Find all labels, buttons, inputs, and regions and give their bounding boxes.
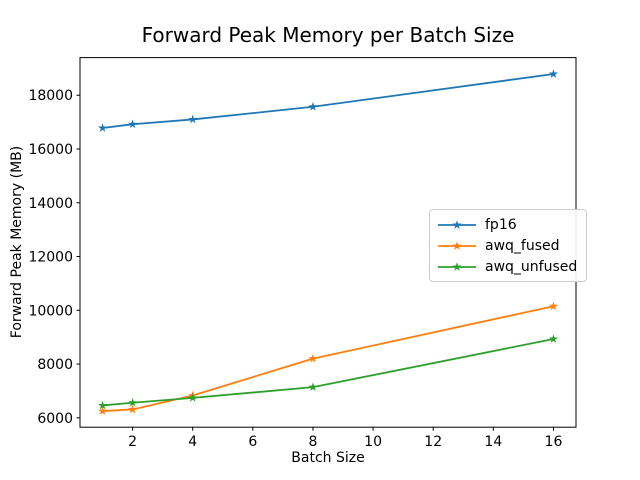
series-fp16-marker (308, 101, 318, 111)
x-tick-label: 6 (248, 434, 257, 450)
y-tick-label: 12000 (28, 250, 73, 266)
y-tick-label: 18000 (28, 88, 73, 104)
legend-item-awq_unfused: awq_unfused (437, 257, 577, 276)
legend-label: fp16 (485, 216, 517, 233)
series-awq_fused-marker (548, 301, 559, 311)
series-awq_unfused-marker (548, 334, 559, 343)
star-marker-icon (452, 261, 462, 271)
legend-line-sample (438, 240, 476, 250)
series-awq_unfused-marker (128, 397, 138, 407)
star-marker-icon (452, 240, 462, 250)
series-awq_unfused-marker (308, 382, 318, 392)
series-awq_unfused-line (102, 338, 554, 407)
x-tick-label: 8 (309, 434, 318, 450)
x-axis-label: Batch Size (291, 450, 365, 466)
chart-title: Forward Peak Memory per Batch Size (141, 23, 515, 47)
y-tick-label: 16000 (28, 142, 73, 158)
y-tick-label: 10000 (28, 303, 73, 319)
legend-label: awq_fused (485, 237, 560, 254)
series-awq_fused-marker (97, 406, 108, 415)
y-tick-label: 14000 (28, 196, 73, 212)
x-tick-label: 16 (545, 434, 563, 450)
series-awq_fused-marker (308, 353, 318, 363)
series-awq_fused-marker (128, 404, 138, 414)
series-fp16-marker (548, 69, 559, 78)
legend-label: awq_unfused (485, 258, 578, 275)
x-tick-label: 4 (188, 434, 197, 450)
y-tick-label: 6000 (37, 411, 73, 427)
legend: fp16 awq_fused awq_unfused (429, 209, 588, 282)
x-tick-label: 2 (128, 434, 137, 450)
x-tick-label: 12 (424, 434, 442, 450)
y-tick-label: 8000 (37, 357, 73, 373)
series-awq_unfused-marker (188, 393, 198, 402)
y-axis-label: Forward Peak Memory (MB) (9, 145, 25, 339)
series-awq_fused-line (102, 305, 554, 412)
series-fp16-marker (128, 119, 138, 129)
series-awq_unfused-marker (97, 400, 108, 410)
series-fp16-line (102, 73, 554, 129)
legend-item-fp16: fp16 (437, 215, 577, 234)
x-tick-label: 14 (484, 434, 502, 450)
series-fp16-marker (188, 114, 198, 124)
series-fp16-marker (97, 123, 108, 132)
legend-line-sample (438, 219, 476, 229)
star-marker-icon (452, 219, 462, 229)
x-tick-label: 10 (364, 434, 382, 450)
legend-item-awq_fused: awq_fused (437, 236, 577, 255)
legend-line-sample (438, 261, 476, 271)
